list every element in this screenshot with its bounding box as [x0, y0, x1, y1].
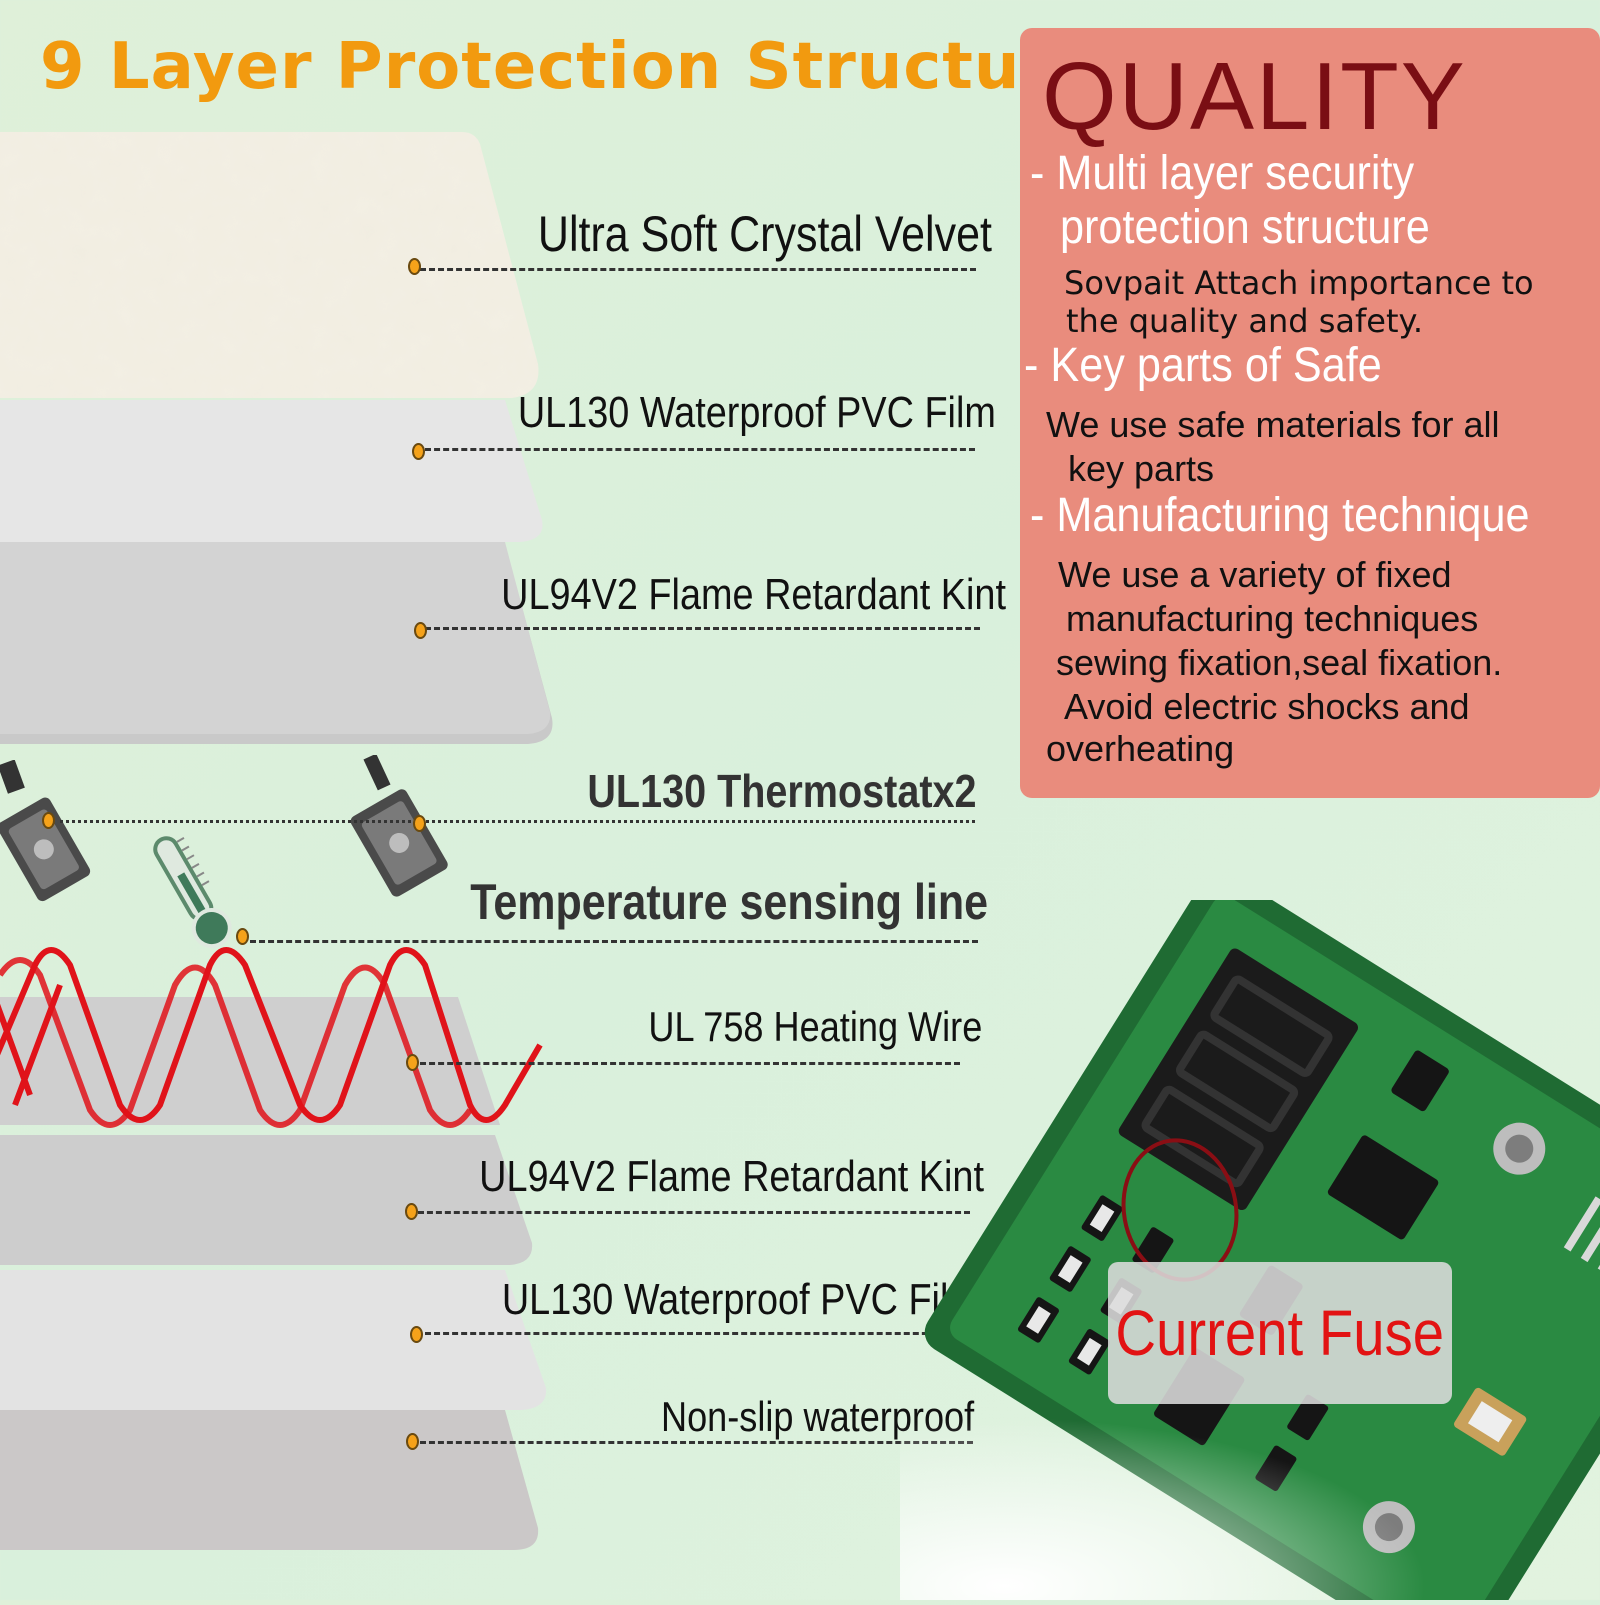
layer-flame-retardant-bottom: [0, 1135, 540, 1270]
layer-label: UL130 Waterproof PVC Film: [501, 1275, 980, 1324]
marker-dot: [408, 258, 421, 275]
layer-non-slip: [0, 1410, 560, 1555]
leader-line: [420, 1062, 960, 1065]
thermostat-icon: [350, 755, 460, 905]
marker-dot: [410, 1326, 423, 1343]
layer-velvet: [0, 132, 540, 400]
quality-item-heading: - Manufacturing technique: [1030, 489, 1530, 542]
thermometer-icon: [150, 830, 240, 960]
marker-dot: [405, 1203, 418, 1220]
layer-label: UL130 Thermostatx2: [586, 765, 976, 817]
current-fuse-text: Current Fuse: [1115, 1297, 1445, 1369]
leader-line: [250, 940, 978, 943]
layer-label: UL94V2 Flame Retardant Kint: [501, 570, 1006, 619]
quality-item-text: Avoid electric shocks and: [1064, 686, 1470, 727]
leader-line: [425, 627, 980, 630]
quality-item-text: manufacturing techniques: [1066, 598, 1479, 639]
layer-label: Ultra Soft Crystal Velvet: [537, 206, 992, 262]
quality-item-heading: - Multi layer security: [1030, 147, 1415, 200]
leader-line: [418, 1211, 970, 1214]
circuit-board-image: [900, 871, 1600, 1605]
layer-label: UL130 Waterproof PVC Film: [517, 388, 996, 437]
leader-line: [420, 268, 976, 271]
leader-line: [420, 1441, 973, 1444]
quality-item-text: We use safe materials for all: [1046, 404, 1500, 445]
quality-item-heading: protection structure: [1060, 201, 1430, 254]
quality-item-text: overheating: [1046, 728, 1235, 769]
marker-dot: [414, 622, 427, 639]
current-fuse-label: Current Fuse: [1108, 1262, 1452, 1404]
thermostat-icon: [0, 760, 100, 910]
marker-dot: [406, 1433, 419, 1450]
marker-dot: [413, 815, 426, 832]
leader-line: [425, 1332, 973, 1335]
leader-line: [60, 820, 975, 823]
quality-item-text: Sovpait Attach importance to: [1064, 264, 1534, 302]
layer-label: UL94V2 Flame Retardant Kint: [479, 1152, 984, 1201]
quality-item-text: key parts: [1068, 448, 1215, 489]
layer-label: Temperature sensing line: [470, 874, 988, 930]
layer-heating-wire: [0, 945, 560, 1135]
quality-item-text: sewing fixation,seal fixation.: [1056, 642, 1503, 683]
quality-item-text: We use a variety of fixed: [1058, 554, 1452, 595]
layer-pvc-film-top: [0, 400, 550, 544]
leader-line: [425, 448, 975, 451]
quality-heading: QUALITY: [1042, 43, 1467, 150]
marker-dot: [406, 1054, 419, 1071]
layer-pvc-film-bottom: [0, 1270, 560, 1415]
marker-dot: [412, 443, 425, 460]
marker-dot: [236, 928, 249, 945]
marker-dot: [42, 812, 55, 829]
quality-panel: QUALITY - Multi layer security protectio…: [1020, 28, 1600, 798]
page-title: 9 Layer Protection Structure: [40, 30, 1098, 104]
quality-item-text: the quality and safety.: [1066, 302, 1424, 340]
quality-item-heading: - Key parts of Safe: [1024, 339, 1382, 392]
layer-label: UL 758 Heating Wire: [648, 1003, 982, 1050]
layer-flame-retardant-top: [0, 542, 560, 748]
